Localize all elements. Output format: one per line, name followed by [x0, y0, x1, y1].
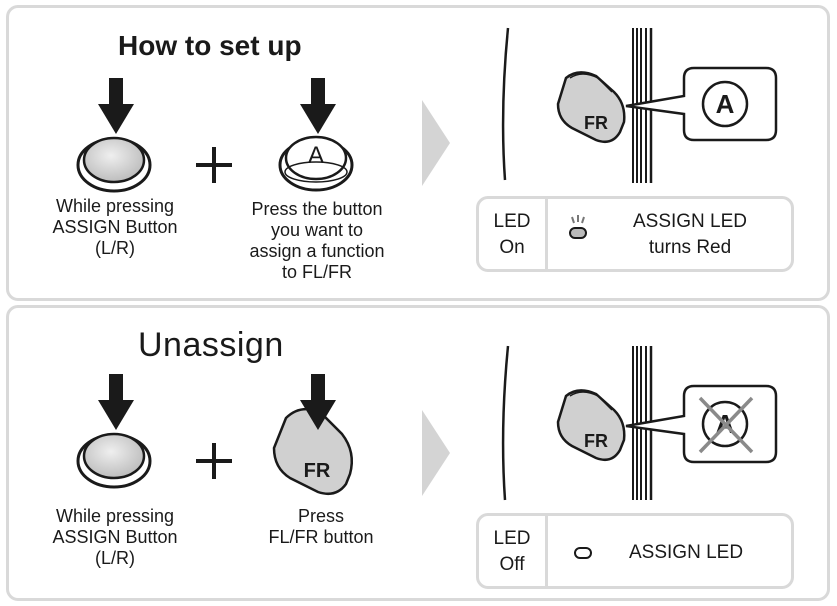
chevron-right-icon: [422, 100, 450, 186]
fr-paddle-icon: [556, 71, 626, 143]
setup-title: How to set up: [118, 30, 302, 61]
callout-letter: A: [716, 89, 735, 119]
caption-line: (L/R): [95, 238, 135, 258]
caption-line: to FL/FR: [281, 262, 352, 282]
callout-bubble-icon: [625, 66, 778, 142]
setup-step1-caption: While pressing ASSIGN Button (L/R): [30, 196, 200, 259]
led-status-box: LED Off ASSIGN LED: [476, 513, 794, 589]
down-arrow-icon: [300, 78, 336, 134]
caption-line: While pressing: [55, 506, 175, 526]
caption-line: FL/FR button: [268, 527, 374, 547]
led-state-line: Off: [499, 554, 525, 575]
assign-button-icon: [76, 432, 152, 489]
unassign-step2-caption: Press FL/FR button: [236, 506, 406, 548]
caption-line: you want to: [270, 220, 364, 240]
fr-paddle-label: FR: [584, 113, 608, 133]
led-description: ASSIGN LED turns Red: [625, 209, 755, 261]
plus-icon: [196, 147, 232, 183]
fr-press-label: FR: [304, 460, 331, 482]
assign-button-icon: [76, 136, 152, 193]
caption-line: assign a function: [249, 241, 385, 261]
caption-line: ASSIGN Button: [52, 527, 178, 547]
led-description: ASSIGN LED: [629, 542, 744, 563]
led-state-label: LED Off: [479, 526, 545, 578]
chevron-right-icon: [422, 410, 450, 496]
divider: [545, 516, 548, 586]
setup-step2-caption: Press the button you want to assign a fu…: [226, 199, 408, 283]
led-state-line: On: [499, 237, 525, 258]
led-state-label: LED On: [479, 209, 545, 261]
led-state-line: LED: [493, 528, 531, 549]
led-desc-line: ASSIGN LED: [632, 211, 748, 232]
unassign-step1-caption: While pressing ASSIGN Button (L/R): [30, 506, 200, 569]
led-desc-line: turns Red: [648, 237, 732, 258]
led-status-box: LED On ASSIGN LED turns Red: [476, 196, 794, 272]
down-arrow-icon: [98, 78, 134, 134]
a-button-letter: A: [308, 142, 324, 169]
caption-line: While pressing: [55, 196, 175, 216]
led-unlit-icon: [574, 547, 592, 559]
divider: [545, 199, 548, 269]
down-arrow-icon: [98, 374, 134, 430]
led-lit-icon: [569, 215, 587, 239]
cross-out-icon: [698, 396, 754, 454]
fr-paddle-label: FR: [584, 431, 608, 451]
caption-line: (L/R): [95, 548, 135, 568]
led-state-line: LED: [493, 211, 531, 232]
a-button-icon: [278, 135, 354, 192]
fr-paddle-icon: [556, 389, 626, 461]
caption-line: Press the button: [251, 199, 383, 219]
plus-icon: [196, 443, 232, 479]
unassign-title: Unassign: [138, 326, 284, 364]
caption-line: ASSIGN Button: [52, 217, 178, 237]
caption-line: Press: [297, 506, 344, 526]
down-arrow-icon: [300, 374, 336, 430]
